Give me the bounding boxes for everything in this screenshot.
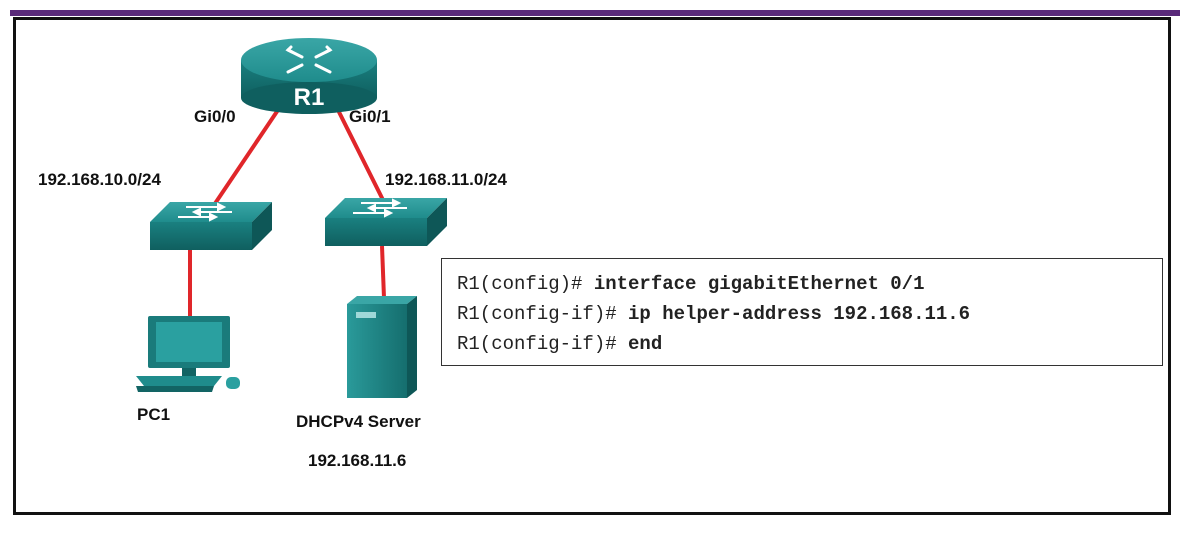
cli-prompt: R1(config-if)# [457, 333, 629, 355]
cli-command: end [628, 333, 663, 355]
cli-config-box: R1(config)# interface gigabitEthernet 0/… [441, 258, 1163, 366]
server-icon [347, 296, 417, 398]
cli-prompt: R1(config)# [457, 273, 594, 295]
server-ip-label: 192.168.11.6 [308, 451, 407, 470]
network-label-right: 192.168.11.0/24 [385, 170, 507, 189]
cli-line: R1(config)# interface gigabitEthernet 0/… [457, 269, 1162, 299]
router-label: R1 [294, 84, 325, 111]
switch-icon-left [150, 202, 272, 250]
cli-line: R1(config-if)# ip helper-address 192.168… [457, 299, 1162, 329]
cli-command: interface gigabitEthernet 0/1 [593, 273, 925, 295]
link-switch2-server [380, 245, 386, 299]
link-r1-switch2 [336, 109, 385, 201]
cli-prompt: R1(config-if)# [457, 303, 629, 325]
pc-label: PC1 [137, 405, 171, 424]
title-bar [10, 10, 1180, 16]
cli-command: ip helper-address 192.168.11.6 [628, 303, 971, 325]
cli-line: R1(config-if)# end [457, 329, 1162, 359]
switch-icon-right [325, 198, 447, 246]
server-label: DHCPv4 Server [296, 412, 421, 431]
interface-label-gi0-0: Gi0/0 [194, 107, 236, 126]
interface-label-gi0-1: Gi0/1 [349, 107, 391, 126]
link-r1-switch1 [210, 108, 280, 210]
network-label-left: 192.168.10.0/24 [38, 170, 161, 189]
router-icon [241, 38, 377, 114]
pc-icon [136, 316, 240, 392]
